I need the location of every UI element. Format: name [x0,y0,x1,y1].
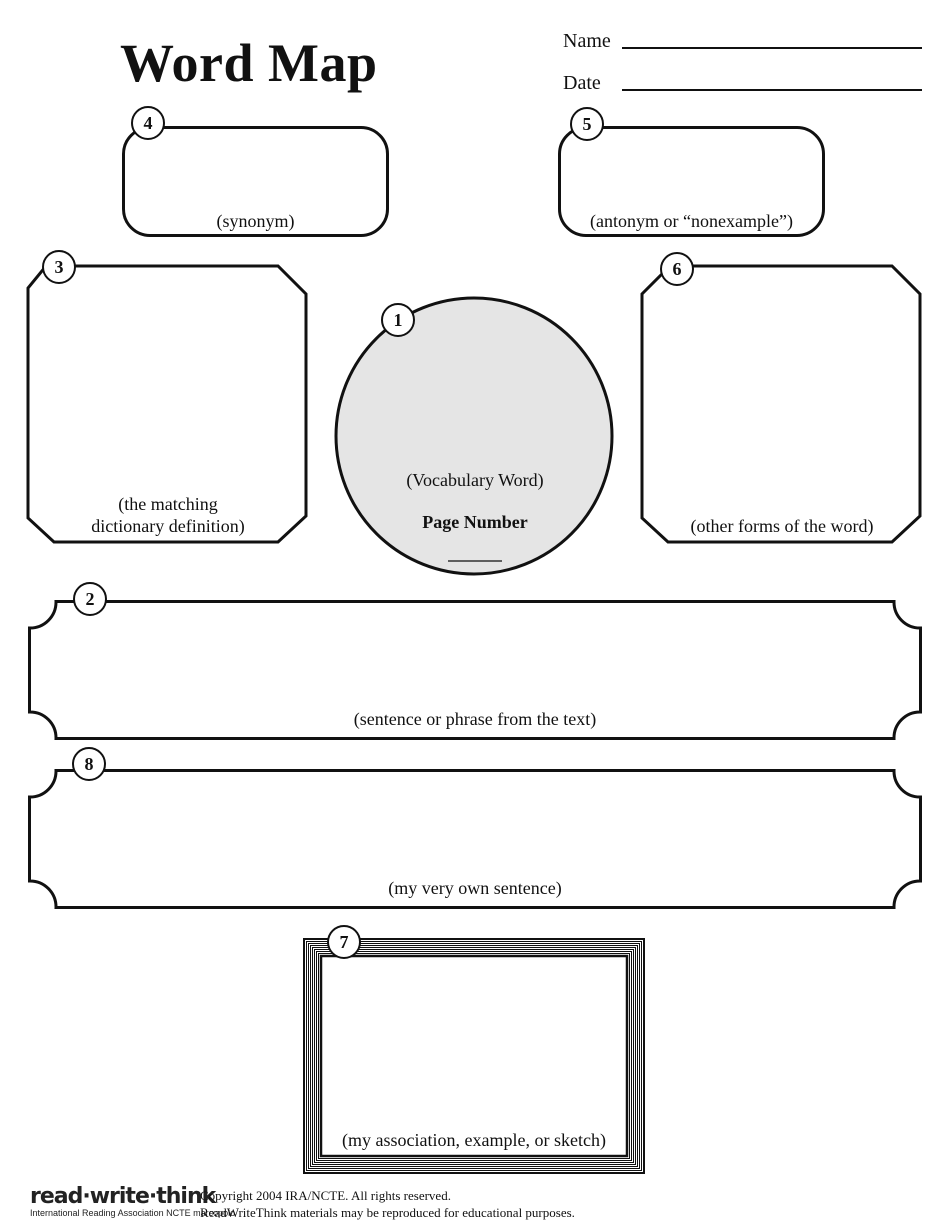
copyright-notice: Copyright 2004 IRA/NCTE. All rights rese… [200,1188,575,1222]
text-sentence-box[interactable] [28,600,922,740]
synonym-box[interactable]: (synonym) [122,126,389,237]
badge-6: 6 [660,252,694,286]
antonym-box[interactable]: (antonym or “nonexample”) [558,126,825,237]
copyright-line: Copyright 2004 IRA/NCTE. All rights rese… [200,1188,451,1203]
own-sentence-box[interactable] [28,769,922,909]
page-title: Word Map [120,33,378,93]
definition-label-line2: dictionary definition) [91,516,245,536]
other-forms-label: (other forms of the word) [690,516,874,536]
badge-4: 4 [131,106,165,140]
page-number-label: Page Number [422,512,528,532]
readwritethink-logo: read·write·think [30,1184,216,1209]
definition-label-line1: (the matching [118,494,218,514]
date-label: Date [563,72,601,94]
reproduce-line: ReadWriteThink materials may be reproduc… [200,1204,575,1220]
antonym-label: (antonym or “nonexample”) [590,211,793,231]
association-label: (my association, example, or sketch) [342,1130,606,1150]
association-frame[interactable] [303,938,645,1174]
own-sentence-label: (my very own sentence) [388,878,562,898]
vocabulary-word-circle[interactable] [334,296,616,578]
badge-1: 1 [381,303,415,337]
badge-2: 2 [73,582,107,616]
badge-8: 8 [72,747,106,781]
name-field[interactable] [622,47,922,49]
date-field[interactable] [622,89,922,91]
vocabulary-word-label: (Vocabulary Word) [406,470,544,490]
text-sentence-label: (sentence or phrase from the text) [353,709,597,729]
badge-7: 7 [327,925,361,959]
badge-3: 3 [42,250,76,284]
definition-box[interactable] [26,264,308,544]
partner-logos: International Reading Association NCTE m… [30,1208,236,1218]
badge-5: 5 [570,107,604,141]
other-forms-box[interactable] [640,264,922,544]
synonym-label: (synonym) [216,211,295,231]
name-label: Name [563,30,611,52]
